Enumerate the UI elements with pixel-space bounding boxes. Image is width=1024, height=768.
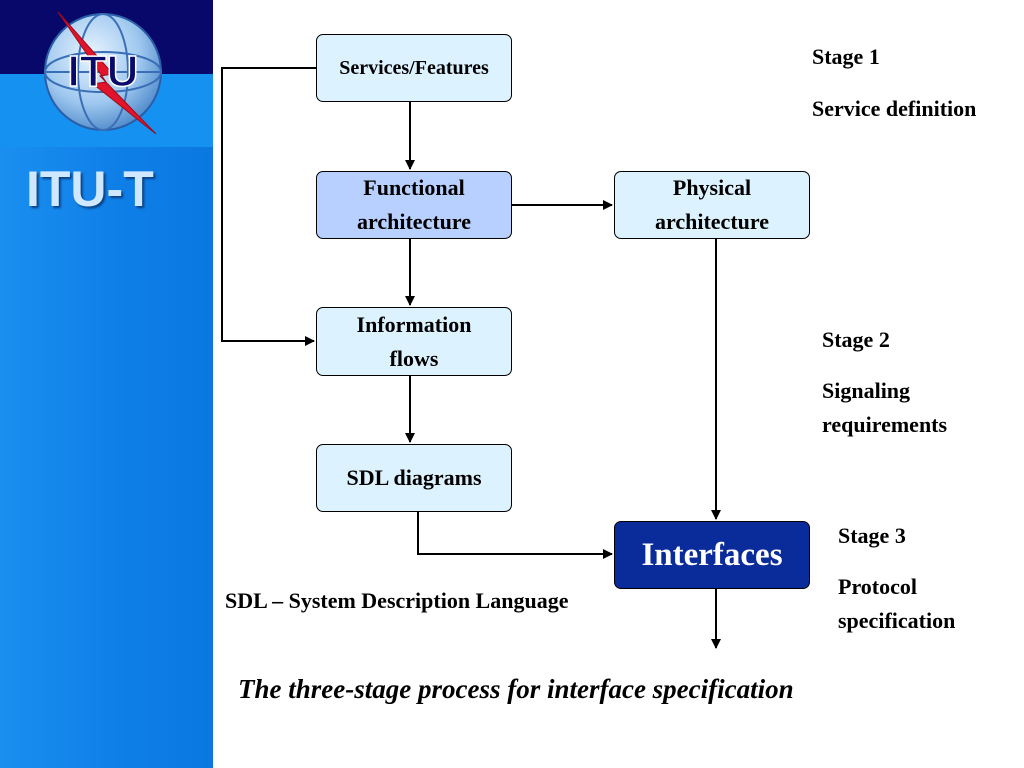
functional-line2: architecture bbox=[356, 209, 472, 234]
physical-architecture-box: Physical architecture bbox=[614, 171, 810, 239]
information-line1: Information bbox=[356, 311, 472, 337]
sdl-diagrams-box: SDL diagrams bbox=[316, 444, 512, 512]
logo-text: ITU bbox=[68, 47, 139, 96]
itu-globe-logo-icon: ITU bbox=[44, 11, 162, 135]
information-line2: flows bbox=[389, 345, 439, 371]
logo-panel: ITU bbox=[0, 0, 213, 147]
functional-line1: Functional bbox=[363, 175, 465, 200]
diagram-caption: The three-stage process for interface sp… bbox=[238, 674, 794, 704]
services-features-label: Services/Features bbox=[339, 57, 489, 79]
sdl-definition-note: SDL – System Description Language bbox=[225, 588, 569, 613]
brand-title: ITU-T bbox=[26, 161, 154, 217]
functional-architecture-box: Functional architecture bbox=[316, 171, 512, 239]
stage1-title: Stage 1 bbox=[812, 44, 880, 69]
stage3-desc-line2: specification bbox=[838, 608, 956, 633]
stage3-title: Stage 3 bbox=[838, 523, 906, 548]
interfaces-label: Interfaces bbox=[641, 537, 783, 573]
interfaces-box: Interfaces bbox=[614, 521, 810, 589]
physical-line1: Physical bbox=[672, 175, 752, 200]
stage1-desc: Service definition bbox=[812, 96, 977, 121]
information-flows-box: Information flows bbox=[316, 307, 512, 376]
stage2-desc-line2: requirements bbox=[822, 412, 948, 437]
stage2-title: Stage 2 bbox=[822, 327, 890, 352]
physical-line2: architecture bbox=[654, 209, 770, 234]
arrow-services-to-information bbox=[221, 67, 316, 346]
stage3-desc-line1: Protocol bbox=[838, 574, 918, 599]
arrow-sdl-to-interfaces bbox=[417, 512, 613, 559]
sdl-diagrams-label: SDL diagrams bbox=[346, 465, 482, 490]
services-features-box: Services/Features bbox=[316, 34, 512, 102]
stage2-desc-line1: Signaling bbox=[822, 378, 911, 403]
sidebar: ITU ITU-T bbox=[0, 0, 213, 768]
